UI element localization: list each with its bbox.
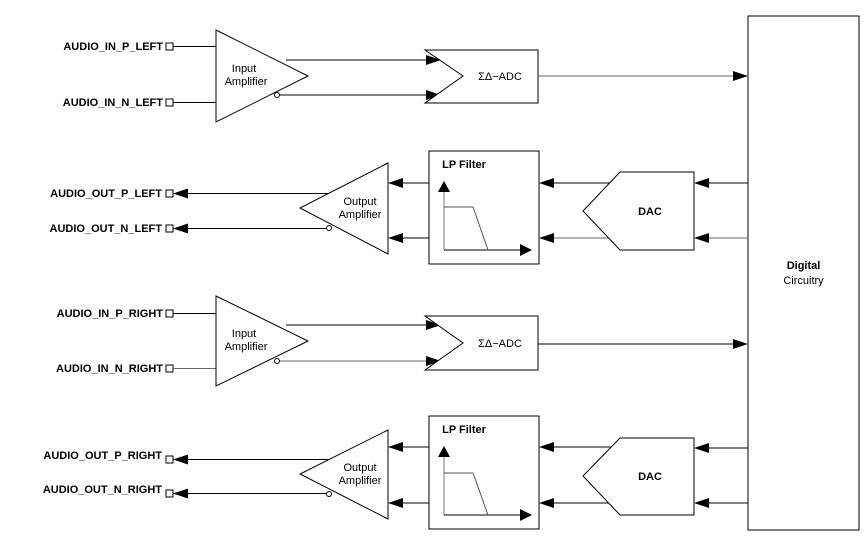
dac-left-label: DAC xyxy=(638,206,662,218)
pin-pad-audio-in-p-right xyxy=(166,310,173,317)
digital-circuitry-box xyxy=(748,16,859,530)
pin-label-audio-in-p-left: AUDIO_IN_P_LEFT xyxy=(63,41,163,53)
output-amplifier-left-label-line2: Amplifier xyxy=(339,209,382,221)
input-amplifier-right-label-line2: Amplifier xyxy=(225,341,268,353)
pin-pad-audio-out-p-right xyxy=(166,456,173,463)
input-amplifier-left-label-line2: Amplifier xyxy=(225,76,268,88)
arrow-left-icon xyxy=(694,233,709,243)
left-input-path: AUDIO_IN_P_LEFT AUDIO_IN_N_LEFT Input Am… xyxy=(63,30,748,122)
dac-right-label: DAC xyxy=(638,471,662,483)
digital-circuitry-block: Digital Circuitry xyxy=(748,16,859,530)
arrow-left-icon xyxy=(539,498,554,508)
pin-pad-audio-out-n-left xyxy=(166,225,173,232)
pin-label-audio-out-p-left: AUDIO_OUT_P_LEFT xyxy=(50,188,162,200)
input-amplifier-left-label-line1: Input xyxy=(232,63,256,75)
pin-pad-audio-out-n-right xyxy=(166,490,173,497)
arrow-left-icon xyxy=(388,233,403,243)
lp-filter-right-label: LP Filter xyxy=(442,424,487,436)
right-output-path: AUDIO_OUT_P_RIGHT AUDIO_OUT_N_RIGHT Outp… xyxy=(43,416,748,529)
arrow-left-icon xyxy=(539,178,554,188)
lp-filter-left-label: LP Filter xyxy=(442,159,487,171)
arrow-left-icon xyxy=(694,443,709,453)
pin-pad-audio-in-p-left xyxy=(166,43,173,50)
left-output-path: AUDIO_OUT_P_LEFT AUDIO_OUT_N_LEFT Output… xyxy=(50,151,748,264)
arrow-right-icon xyxy=(733,339,748,349)
output-amplifier-left-label-line1: Output xyxy=(343,196,376,208)
pin-pad-audio-in-n-left xyxy=(166,99,173,106)
inverting-bubble-out-right xyxy=(327,492,332,497)
pin-label-audio-in-n-left: AUDIO_IN_N_LEFT xyxy=(63,97,164,109)
output-amplifier-right-label-line2: Amplifier xyxy=(339,475,382,487)
arrow-left-icon xyxy=(388,498,403,508)
sigma-delta-adc-left-label: ΣΔ−ADC xyxy=(478,71,522,83)
pin-pad-audio-out-p-left xyxy=(166,190,173,197)
inverting-bubble-out-left xyxy=(327,226,332,231)
pin-label-audio-out-n-right: AUDIO_OUT_N_RIGHT xyxy=(43,484,162,496)
pin-label-audio-in-p-right: AUDIO_IN_P_RIGHT xyxy=(57,308,164,320)
digital-circuitry-label-line2: Circuitry xyxy=(783,275,824,287)
arrow-left-icon xyxy=(388,442,403,452)
output-amplifier-right-label-line1: Output xyxy=(343,462,376,474)
pin-label-audio-in-n-right: AUDIO_IN_N_RIGHT xyxy=(56,363,163,375)
inverting-bubble-right xyxy=(275,359,280,364)
right-input-path: AUDIO_IN_P_RIGHT AUDIO_IN_N_RIGHT Input … xyxy=(56,296,748,386)
arrow-left-icon xyxy=(539,233,554,243)
pin-pad-audio-in-n-right xyxy=(166,365,173,372)
sigma-delta-adc-right-label: ΣΔ−ADC xyxy=(478,338,522,350)
input-amplifier-right-label-line1: Input xyxy=(232,328,256,340)
arrow-left-icon xyxy=(539,442,554,452)
inverting-bubble-left xyxy=(275,93,280,98)
arrow-left-icon xyxy=(694,178,709,188)
digital-circuitry-label-line1: Digital xyxy=(787,260,821,272)
arrow-right-icon xyxy=(733,71,748,81)
arrow-left-icon xyxy=(694,498,709,508)
pin-label-audio-out-n-left: AUDIO_OUT_N_LEFT xyxy=(50,223,163,235)
arrow-left-icon xyxy=(388,178,403,188)
pin-label-audio-out-p-right: AUDIO_OUT_P_RIGHT xyxy=(43,450,162,462)
